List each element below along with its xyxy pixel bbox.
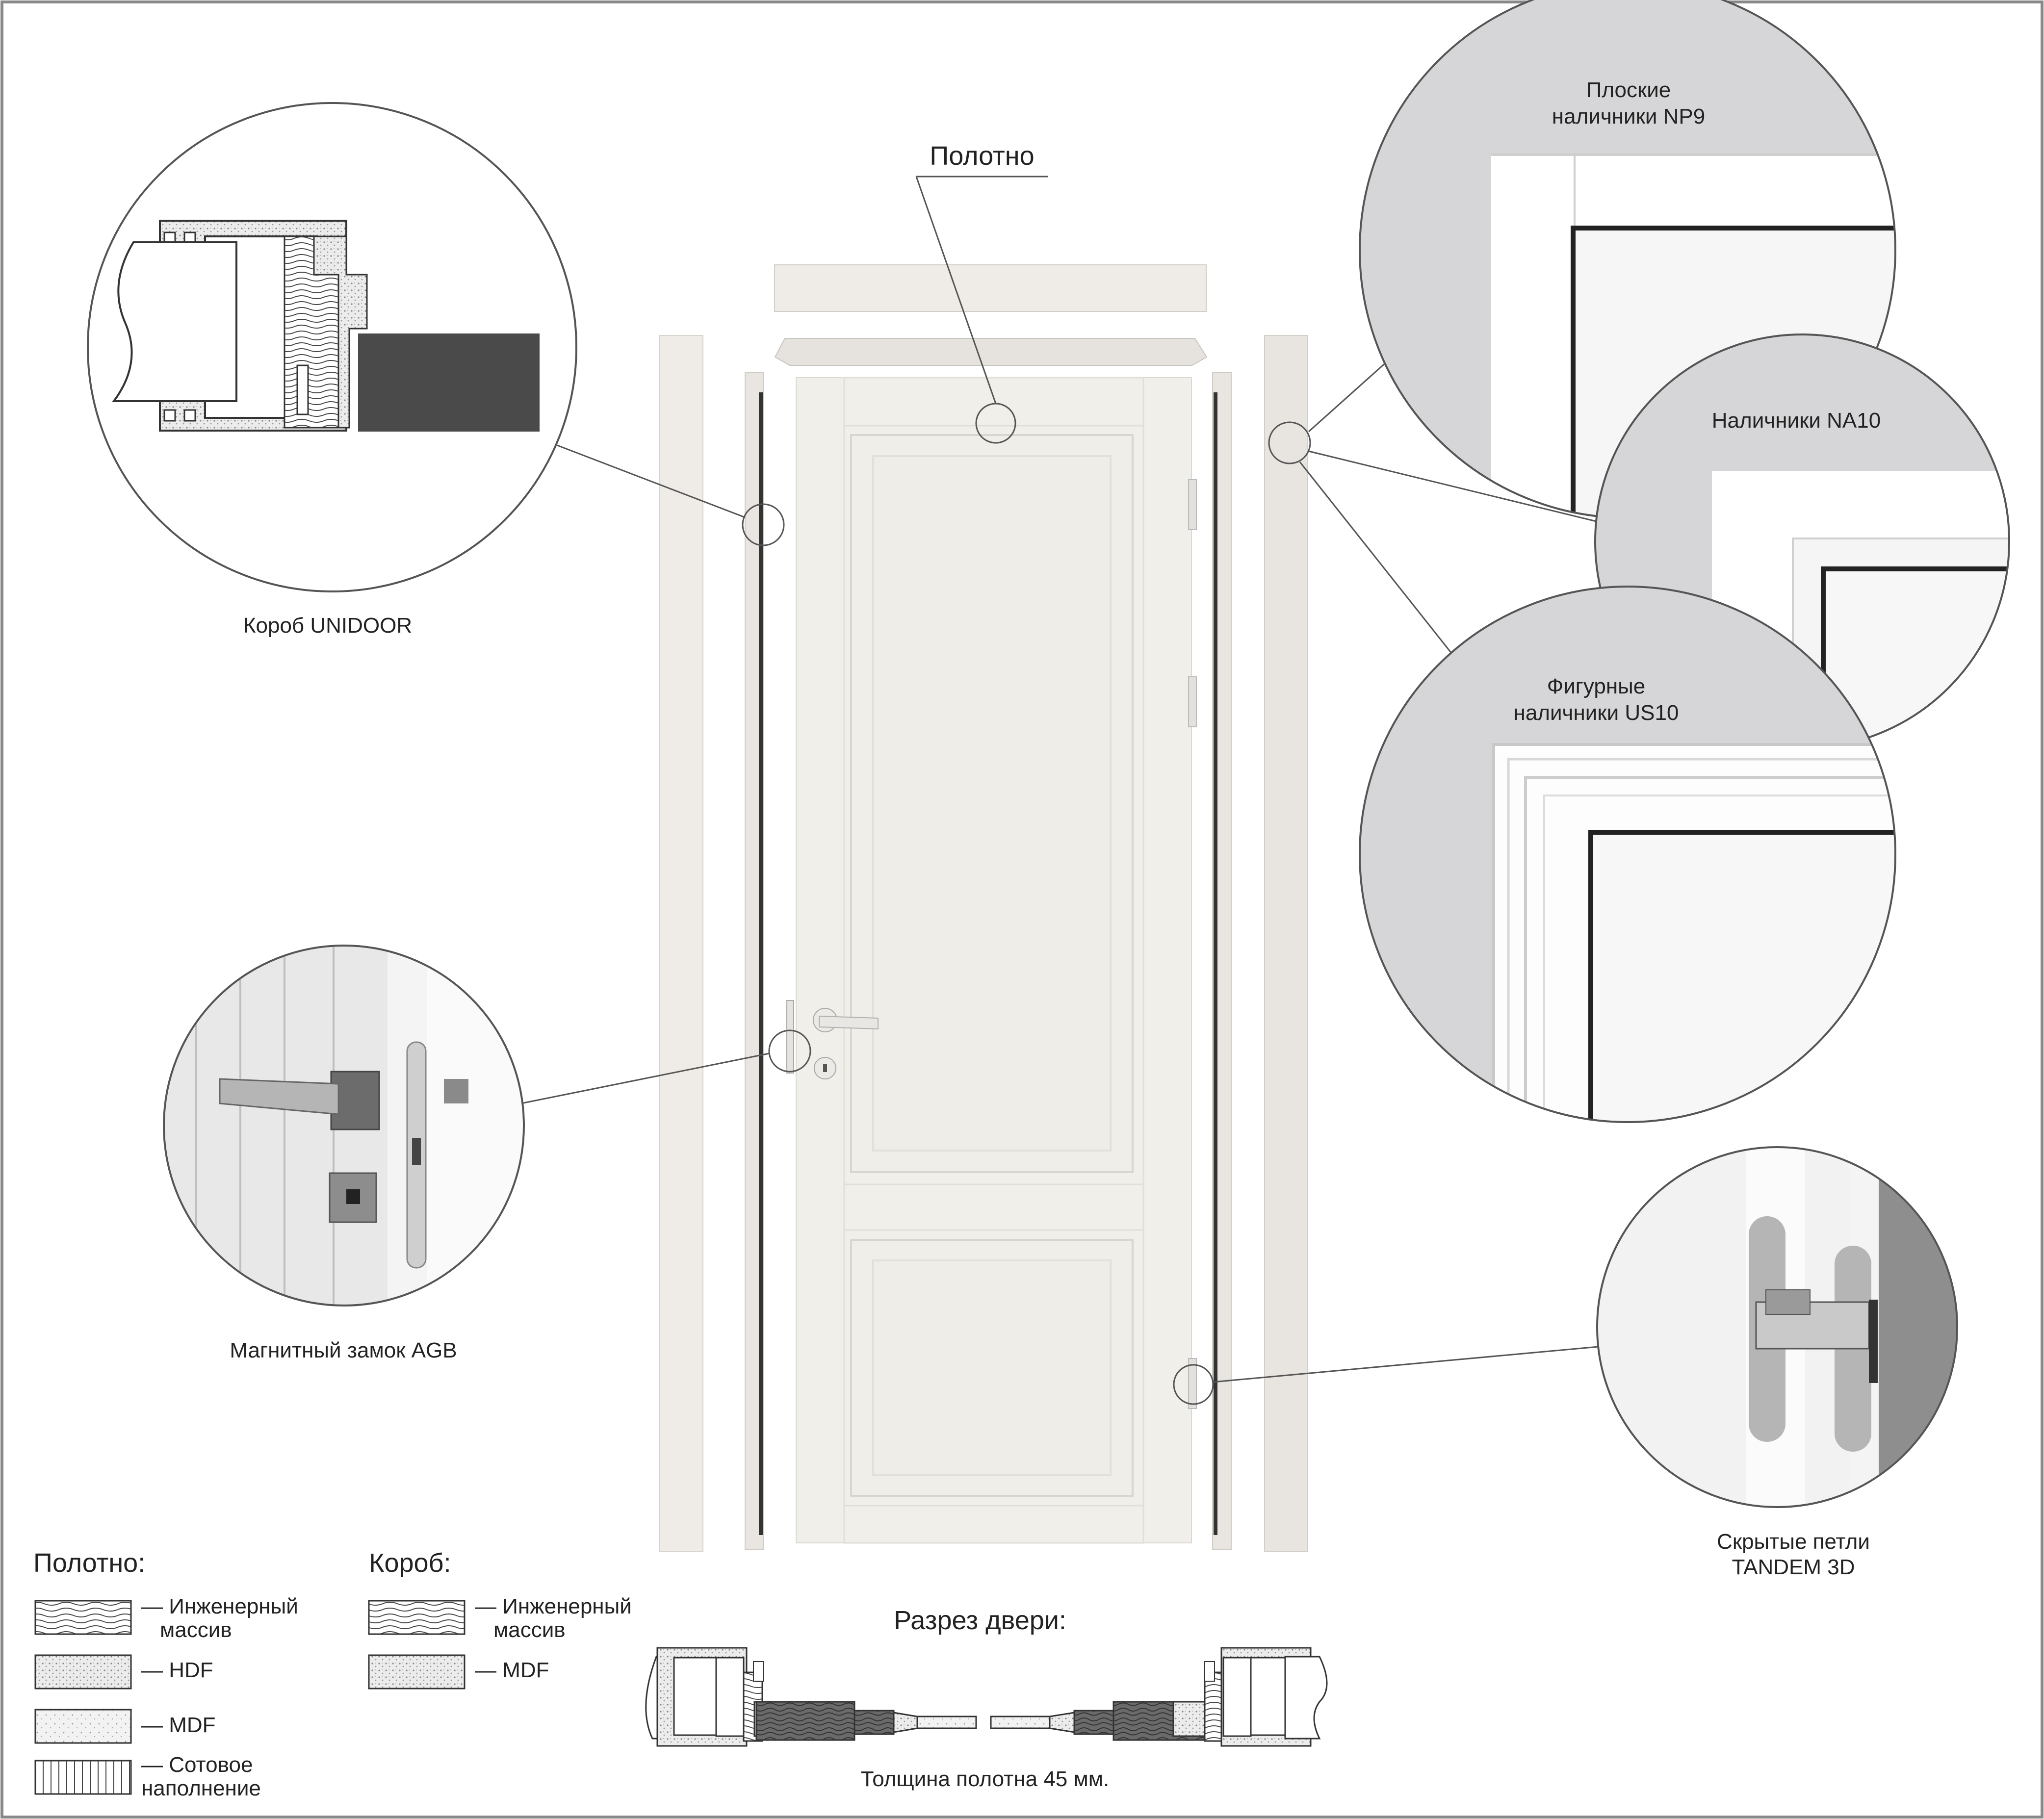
door-section: Разрез двери: Толщина полотна 45 мм.	[645, 1606, 1328, 1791]
hinges-line1: Скрытые петли	[1717, 1530, 1870, 1554]
svg-text:массив: массив	[493, 1618, 566, 1642]
trim-na10-label: Наличники NA10	[1712, 409, 1881, 433]
hinge-middle	[1188, 676, 1197, 727]
trim-np9-line1: Плоские	[1586, 78, 1671, 102]
door-handle	[819, 1015, 879, 1030]
frame-label: Короб UNIDOOR	[243, 614, 412, 638]
detail-lock-agb	[163, 945, 525, 1307]
svg-text:— Инженерный: — Инженерный	[475, 1594, 632, 1618]
leader-lines	[520, 176, 1609, 1405]
svg-text:— HDF: — HDF	[141, 1658, 213, 1682]
hinge-top	[1188, 479, 1197, 530]
legend-frame-title: Короб:	[369, 1548, 451, 1578]
svg-text:— MDF: — MDF	[475, 1658, 549, 1682]
strike-plate	[786, 1000, 794, 1074]
swatch-frame-mdf	[368, 1654, 466, 1690]
detail-trim-us10	[1359, 586, 1896, 1123]
svg-text:наполнение: наполнение	[141, 1776, 261, 1800]
legend-canvas: Полотно: — Инженерный массив — HDF — MDF…	[33, 1548, 298, 1800]
trim-us10-line1: Фигурные	[1547, 674, 1645, 698]
trim-us10-line2: наличники US10	[1514, 701, 1679, 725]
swatch-mdf	[34, 1709, 132, 1744]
legend-frame: Короб: — Инженерный массив — MDF	[368, 1548, 632, 1690]
trim-np9-line2: наличники NP9	[1552, 104, 1705, 128]
hinge-bottom	[1188, 1358, 1197, 1409]
section-caption: Толщина полотна 45 мм.	[861, 1767, 1109, 1791]
legend-canvas-title: Полотно:	[33, 1548, 145, 1578]
cornice-top	[774, 264, 1207, 312]
cornice-bottom	[774, 338, 1208, 366]
left-casing	[659, 335, 703, 1552]
swatch-hdf	[34, 1654, 132, 1690]
detail-frame-unidoor	[87, 102, 577, 592]
right-casing	[1264, 335, 1308, 1552]
detail-hinges-tandem	[1596, 1146, 1958, 1508]
hinges-line2: TANDEM 3D	[1732, 1555, 1855, 1579]
lock-label: Магнитный замок AGB	[230, 1338, 457, 1362]
svg-text:— Сотовое: — Сотовое	[141, 1753, 253, 1777]
svg-text:— Инженерный: — Инженерный	[141, 1594, 298, 1618]
svg-text:массив: массив	[160, 1618, 232, 1642]
svg-text:— MDF: — MDF	[141, 1713, 216, 1737]
section-title: Разрез двери:	[894, 1606, 1066, 1635]
swatch-frame-wood	[368, 1600, 466, 1635]
swatch-engineered-wood	[34, 1600, 132, 1635]
canvas-label: Полотно	[930, 141, 1034, 171]
door-exploded-view	[659, 264, 1308, 1552]
swatch-honeycomb	[34, 1760, 132, 1795]
